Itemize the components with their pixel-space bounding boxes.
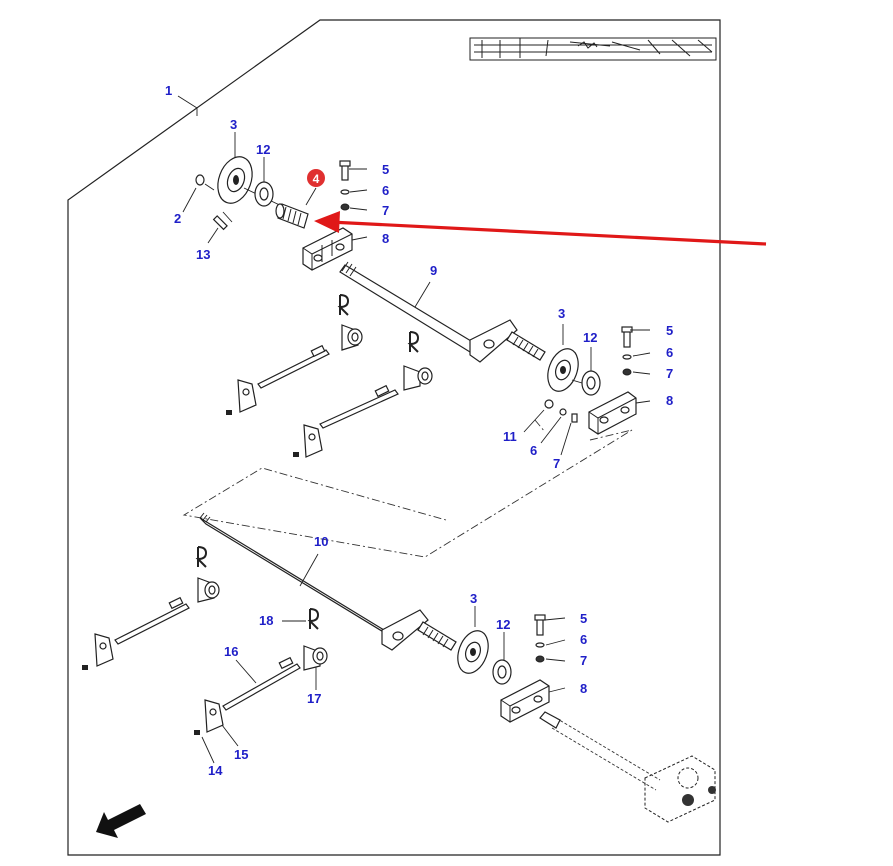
- callout-16: 16: [224, 644, 238, 659]
- callout-2: 2: [174, 211, 181, 226]
- callout-8: 8: [580, 681, 587, 696]
- part-6-washer: [535, 642, 545, 648]
- upper-left-bearing-group: [195, 156, 353, 271]
- callout-12: 12: [256, 142, 270, 157]
- overview-thumbnail: [469, 37, 717, 61]
- callout-15: 15: [234, 747, 248, 762]
- callout-7: 7: [580, 653, 587, 668]
- part-6-washer: [340, 189, 350, 195]
- part-6-washer: [622, 354, 632, 360]
- callout-8: 8: [666, 393, 673, 408]
- drawing-frame: [67, 19, 721, 856]
- callout-17: 17: [307, 691, 321, 706]
- middle-linkage-rods: [226, 294, 433, 458]
- gearbox-phantom: [644, 755, 716, 823]
- assembly-boundary: [182, 419, 633, 558]
- callout-7: 7: [666, 366, 673, 381]
- callout-13: 13: [196, 247, 210, 262]
- callout-3: 3: [470, 591, 477, 606]
- callout-labels: 1 2 3 12 13 5 6 7 8 9 3 12 5 6 7 8 11 6 …: [165, 83, 673, 778]
- part-7-washer: [535, 655, 545, 663]
- callout-6: 6: [580, 632, 587, 647]
- lower-bearing-group: [457, 606, 716, 823]
- highlight-badge-label: 4: [313, 172, 320, 186]
- callout-6: 6: [666, 345, 673, 360]
- callout-5: 5: [580, 611, 587, 626]
- part-8-bearing-block: [500, 679, 550, 723]
- highlight-badge: 4: [307, 169, 325, 187]
- callout-10: 10: [314, 534, 328, 549]
- callout-6: 6: [382, 183, 389, 198]
- callout-7: 7: [553, 456, 560, 471]
- part-7-washer: [340, 203, 350, 211]
- highlight-arrow: [314, 211, 767, 246]
- part-4-sleeve: [275, 203, 309, 229]
- part-13-bolt: [212, 215, 228, 231]
- middle-right-bearing-group: [544, 324, 637, 435]
- callout-7: 7: [382, 203, 389, 218]
- part-8-bearing-block: [302, 227, 353, 271]
- direction-arrow-icon: [96, 804, 146, 838]
- part-11-nut: [544, 399, 554, 409]
- part-7-washer: [622, 368, 632, 376]
- part-2-screw: [195, 174, 205, 186]
- callout-14: 14: [208, 763, 223, 778]
- lower-linkage-rods: [82, 546, 328, 735]
- callout-18: 18: [259, 613, 273, 628]
- callout-12: 12: [583, 330, 597, 345]
- callout-3: 3: [230, 117, 237, 132]
- callout-8: 8: [382, 231, 389, 246]
- part-9-shaft: [339, 261, 546, 363]
- callout-6: 6: [530, 443, 537, 458]
- callout-5: 5: [382, 162, 389, 177]
- callout-3: 3: [558, 306, 565, 321]
- callout-5: 5: [666, 323, 673, 338]
- callout-11: 11: [503, 429, 517, 444]
- callout-12: 12: [496, 617, 510, 632]
- callout-9: 9: [430, 263, 437, 278]
- part-8-bearing-block: [588, 391, 637, 435]
- part-10-shaft: [199, 512, 457, 651]
- callout-1: 1: [165, 83, 172, 98]
